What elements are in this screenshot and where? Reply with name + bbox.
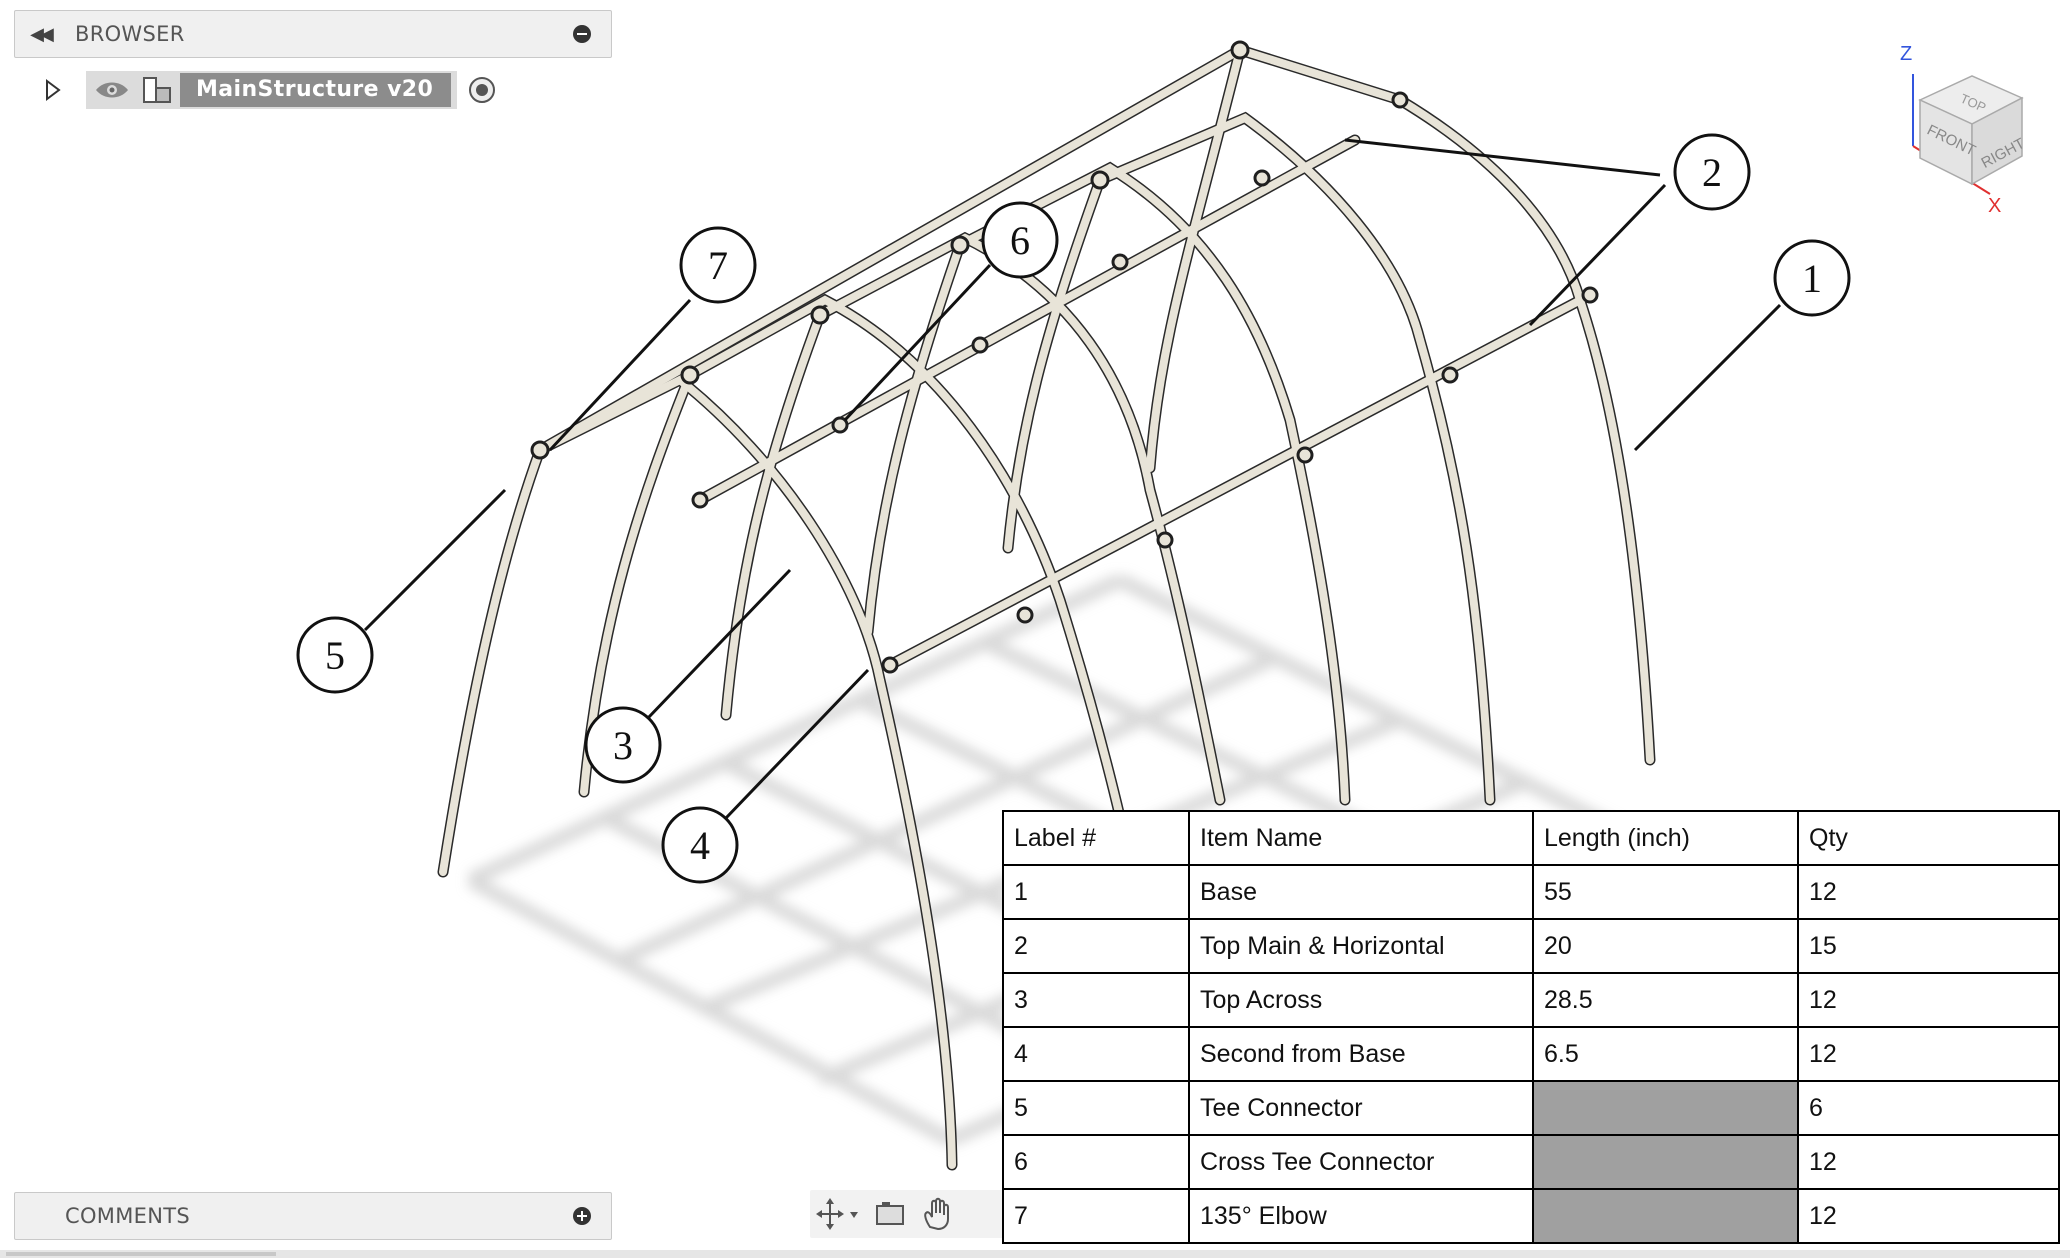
orbit-icon[interactable] [816,1196,860,1232]
callout-circle [1773,239,1851,317]
callout-1: 1 [1773,239,1851,317]
callout-circle [981,201,1059,279]
radio-target-icon[interactable] [465,73,499,107]
cell-name: Tee Connector [1188,1080,1534,1136]
cell-label: 5 [1002,1080,1190,1136]
cell-length: 20 [1532,918,1799,974]
comments-panel-header[interactable]: COMMENTS [14,1192,612,1240]
header-length: Length (inch) [1532,810,1799,866]
axis-z-label: Z [1900,43,1912,65]
bottom-scrollbar[interactable] [0,1250,2070,1258]
callout-number: 1 [1802,256,1822,301]
cell-length: 55 [1532,864,1799,920]
callout-circle [661,806,739,884]
minus-icon[interactable] [573,25,591,43]
cell-length [1532,1188,1799,1244]
callout-circle [296,616,374,694]
component-icon [143,77,171,103]
cell-name: 135° Elbow [1188,1188,1534,1244]
callout-number: 3 [613,723,633,768]
cell-name: Top Main & Horizontal [1188,918,1534,974]
component-name[interactable]: MainStructure v20 [180,73,452,107]
cell-length [1532,1080,1799,1136]
cell-qty: 12 [1797,1026,2060,1082]
cell-qty: 12 [1797,1134,2060,1190]
pan-hand-icon[interactable] [920,1197,954,1231]
callout-3: 3 [584,706,662,784]
pipe-frame [437,40,1656,1171]
expand-arrow-icon[interactable] [44,79,62,101]
cell-qty: 12 [1797,972,2060,1028]
table-header-row: Label # Item Name Length (inch) Qty [1002,810,2060,866]
callout-7: 7 [679,226,757,304]
comments-title: COMMENTS [65,1204,190,1228]
callout-circle [1673,133,1751,211]
navigation-toolbar [810,1190,1010,1238]
cell-length: 6.5 [1532,1026,1799,1082]
cell-name: Base [1188,864,1534,920]
browser-panel-header[interactable]: ◀◀ BROWSER [14,10,612,58]
cell-qty: 12 [1797,864,2060,920]
callout-number: 6 [1010,218,1030,263]
axis-x-label: X [1988,195,2001,216]
callout-circle [584,706,662,784]
cell-qty: 15 [1797,918,2060,974]
callout-circle [679,226,757,304]
callout-leaders [363,138,1782,820]
cell-length: 28.5 [1532,972,1799,1028]
cell-label: 7 [1002,1188,1190,1244]
callout-6: 6 [981,201,1059,279]
cell-name: Top Across [1188,972,1534,1028]
cell-length [1532,1134,1799,1190]
callout-number: 2 [1702,150,1722,195]
cell-name: Second from Base [1188,1026,1534,1082]
callout-number: 5 [325,633,345,678]
rewind-icon[interactable]: ◀◀ [30,23,54,45]
viewcube[interactable]: Z X TOP FRONT RIGHT [1890,36,2050,216]
callout-bubbles: 1 2 3 4 5 6 7 [296,133,1851,884]
plus-icon[interactable] [573,1207,591,1225]
cell-qty: 12 [1797,1188,2060,1244]
header-item-name: Item Name [1188,810,1534,866]
cell-label: 3 [1002,972,1190,1028]
cell-label: 4 [1002,1026,1190,1082]
callout-5: 5 [296,616,374,694]
cell-label: 2 [1002,918,1190,974]
cell-qty: 6 [1797,1080,2060,1136]
cell-label: 6 [1002,1134,1190,1190]
eye-icon[interactable] [92,78,132,102]
callout-2: 2 [1673,133,1751,211]
header-qty: Qty [1797,810,2060,866]
callout-number: 4 [690,823,710,868]
cell-name: Cross Tee Connector [1188,1134,1534,1190]
camera-icon[interactable] [874,1198,906,1230]
scrollbar-thumb[interactable] [6,1252,276,1256]
browser-tree-item[interactable]: MainStructure v20 [44,70,499,110]
browser-title: BROWSER [75,22,185,46]
component-node[interactable]: MainStructure v20 [86,71,458,109]
callout-number: 7 [708,243,728,288]
header-label: Label # [1002,810,1190,866]
cell-label: 1 [1002,864,1190,920]
callout-4: 4 [661,806,739,884]
